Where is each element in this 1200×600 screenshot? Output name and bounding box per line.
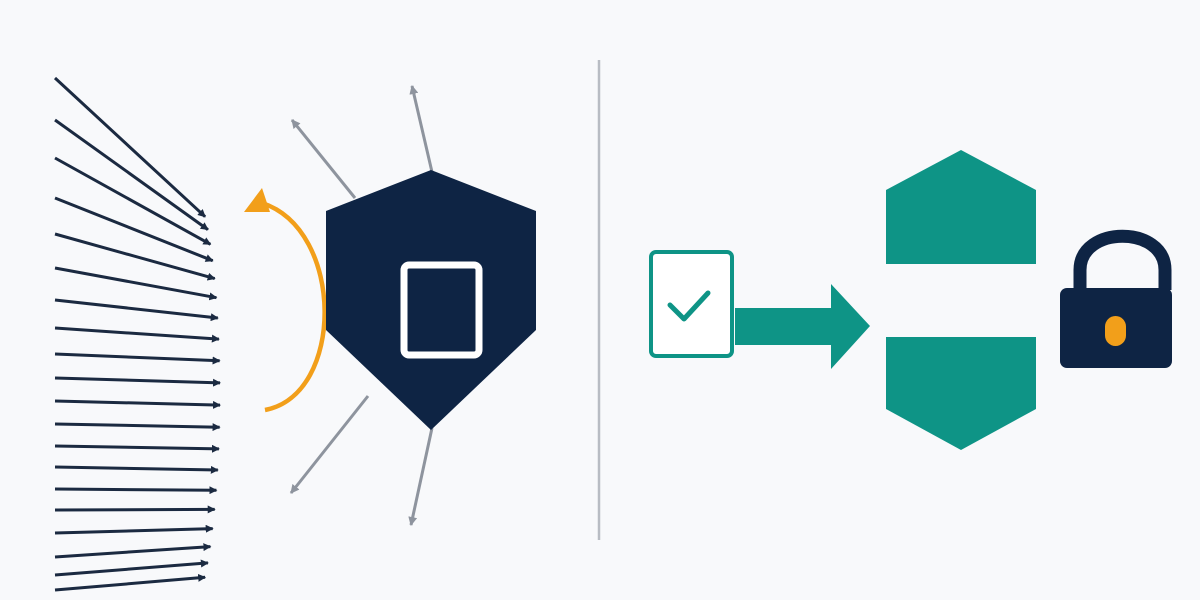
padlock-icon <box>1060 229 1172 368</box>
device-icon <box>400 261 483 359</box>
incoming-arrow-icon <box>54 465 219 474</box>
forward-arrow-icon <box>735 284 870 369</box>
incoming-arrow-icon <box>54 486 218 495</box>
incoming-arrow-icon <box>54 422 221 432</box>
incoming-arrow-icon <box>54 156 212 246</box>
deflected-arrow-icon <box>409 85 434 173</box>
keyhole-icon <box>1105 316 1126 346</box>
incoming-arrow-icon <box>54 196 214 263</box>
incoming-arrow-icon <box>54 524 214 535</box>
incoming-arrow-icon <box>54 376 221 387</box>
incoming-arrow-icon <box>54 444 220 453</box>
lower-block-icon <box>886 337 1036 450</box>
deflected-arrow-icon <box>290 119 357 199</box>
incoming-arrow-icon <box>54 232 216 281</box>
incoming-arrow-icon <box>54 266 218 301</box>
deflected-arrow-icon <box>289 395 370 494</box>
incoming-arrow-icon <box>54 543 212 559</box>
incoming-arrows-icon <box>53 76 221 592</box>
incoming-arrow-icon <box>54 573 207 592</box>
incoming-arrow-icon <box>53 76 207 218</box>
incoming-arrow-icon <box>54 118 209 231</box>
incoming-arrow-icon <box>54 326 220 343</box>
shield-icon <box>326 170 536 430</box>
deflected-arrow-icon <box>408 427 434 526</box>
upper-block-icon <box>886 150 1036 264</box>
incoming-arrow-icon <box>54 505 216 514</box>
deflection-arc-icon <box>244 188 327 413</box>
incoming-arrow-icon <box>54 559 209 577</box>
checkmark-icon <box>667 290 711 322</box>
incoming-arrow-icon <box>54 352 221 365</box>
incoming-arrow-icon <box>54 399 221 409</box>
deflected-arrows <box>289 85 434 526</box>
checked-document-icon <box>649 250 734 358</box>
incoming-arrow-icon <box>54 298 219 322</box>
